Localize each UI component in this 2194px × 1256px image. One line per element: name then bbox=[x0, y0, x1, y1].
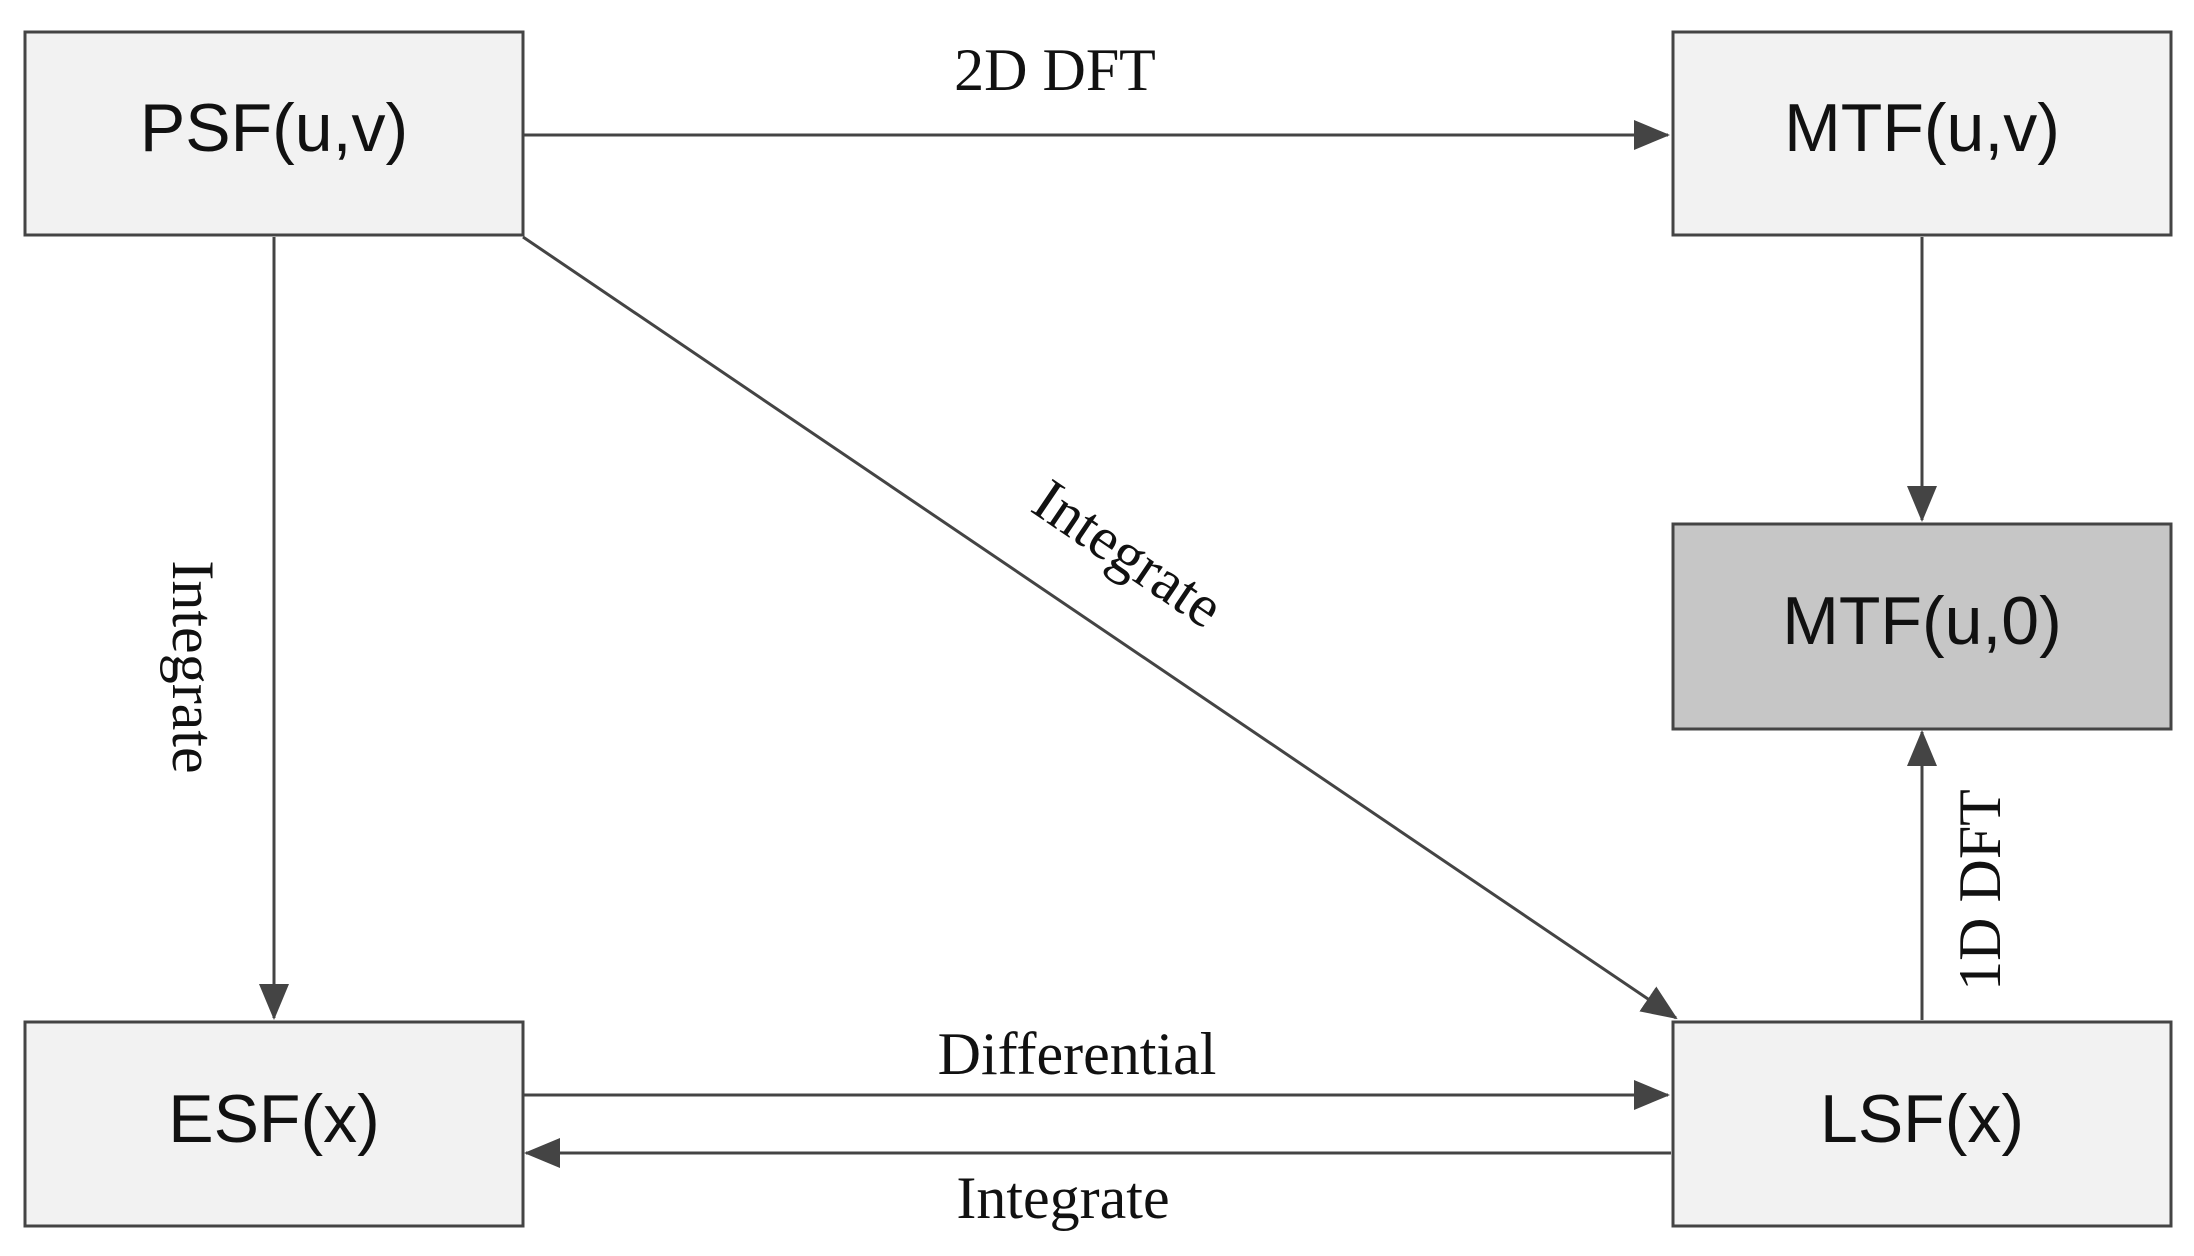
node-mtf-uv-box bbox=[1671, 30, 2173, 237]
node-lsf-box bbox=[1671, 1020, 2173, 1228]
edge-psf-to-lsf: Integrate bbox=[522, 235, 1678, 1020]
node-mtf-uv-label: MTF(u,v) bbox=[1784, 90, 2060, 166]
edge-lsf-to-mtf-u0: 1D DFT bbox=[1907, 730, 2013, 1020]
edge-psf-to-lsf-line bbox=[522, 235, 1678, 1020]
node-esf-box bbox=[23, 1020, 525, 1228]
edge-lsf-to-mtf-u0-label: 1D DFT bbox=[1947, 789, 2013, 991]
edge-psf-to-mtf-uv-label: 2D DFT bbox=[954, 37, 1156, 103]
edge-esf-to-lsf: Differential bbox=[523, 1021, 1670, 1110]
edge-psf-to-mtf-uv: 2D DFT bbox=[523, 37, 1670, 150]
edge-psf-to-esf-label: Integrate bbox=[160, 560, 226, 773]
edge-esf-to-lsf-label: Differential bbox=[938, 1021, 1217, 1087]
node-esf: ESF(x) bbox=[23, 1020, 525, 1228]
node-lsf-label: LSF(x) bbox=[1820, 1081, 2024, 1157]
edge-psf-to-lsf-label: Integrate bbox=[1021, 466, 1235, 640]
node-psf: PSF(u,v) bbox=[23, 30, 525, 237]
node-mtf-u0-label: MTF(u,0) bbox=[1782, 583, 2062, 659]
edge-lsf-to-esf-label: Integrate bbox=[956, 1165, 1169, 1231]
node-mtf-u0: MTF(u,0) bbox=[1671, 522, 2173, 731]
node-mtf-uv: MTF(u,v) bbox=[1671, 30, 2173, 237]
edge-psf-to-esf: Integrate bbox=[160, 237, 289, 1020]
node-psf-box bbox=[23, 30, 525, 237]
node-mtf-u0-box bbox=[1671, 522, 2173, 731]
edge-lsf-to-esf: Integrate bbox=[524, 1138, 1671, 1231]
node-esf-label: ESF(x) bbox=[168, 1081, 380, 1157]
node-lsf: LSF(x) bbox=[1671, 1020, 2173, 1228]
node-psf-label: PSF(u,v) bbox=[140, 90, 408, 166]
